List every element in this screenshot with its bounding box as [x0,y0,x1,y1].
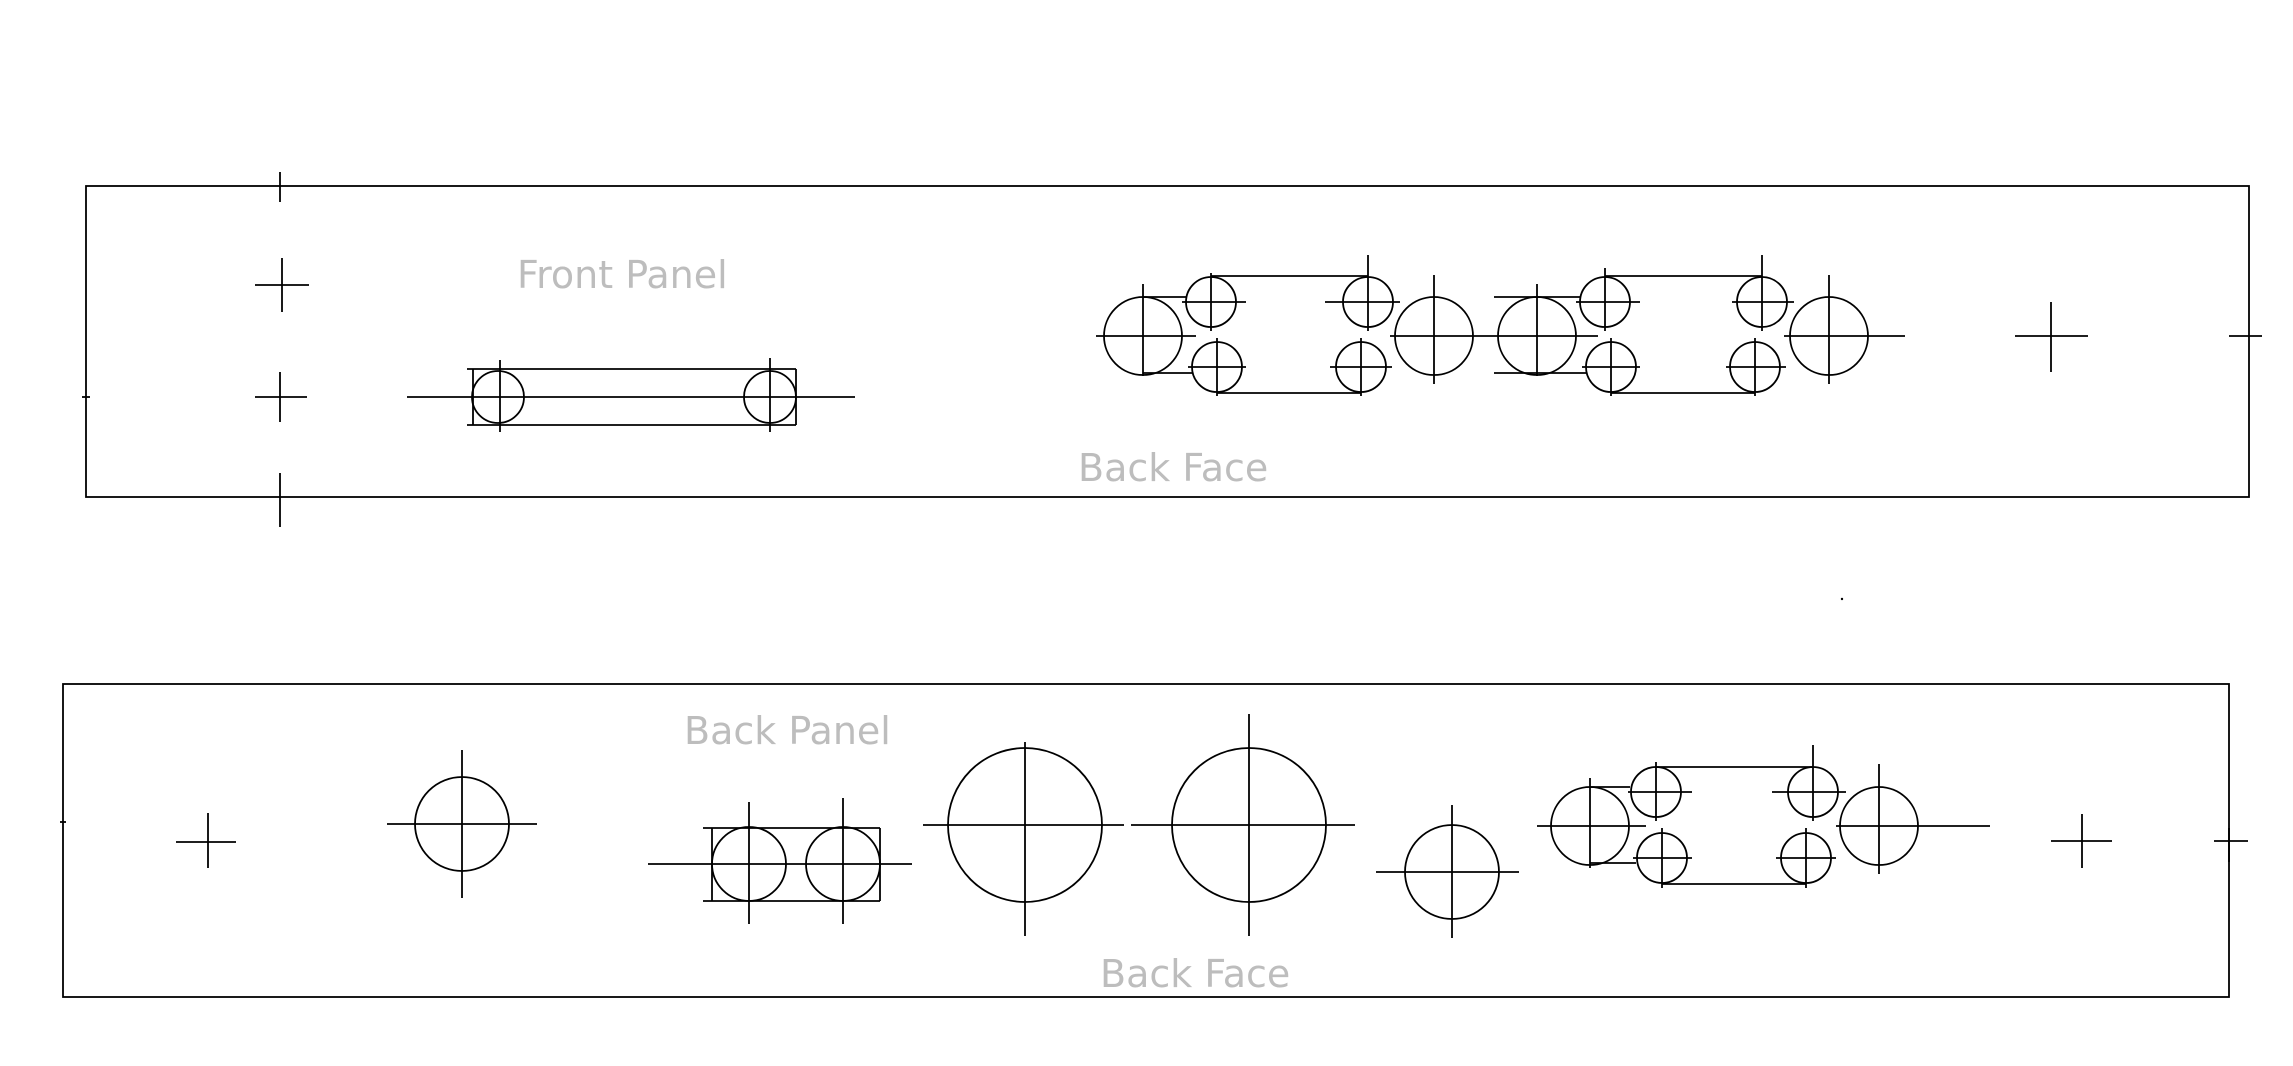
front-panel-outline [85,185,2250,498]
hole-cutout [387,750,537,898]
mounting-cross [255,258,309,312]
connector-cutout [1494,255,1905,396]
front-panel: Front Panel Back Face [82,172,2262,527]
front-panel-title: Front Panel [517,253,728,297]
back-panel-face-label: Back Face [1100,952,1290,996]
mounting-cross [2051,814,2112,868]
hole-cutout [1376,805,1519,938]
slot-cutout [407,358,855,432]
connector-cutout [1537,745,1990,888]
connector-cutout [1096,255,1494,396]
edge-tick [2214,828,2248,862]
mounting-cross [176,813,236,868]
back-panel: Back Panel Back Face [60,683,2248,998]
slot-cutout [648,798,912,924]
mounting-cross [255,372,307,422]
stray-mark [1840,597,1844,601]
back-panel-outline [62,683,2230,998]
mounting-cross [2015,302,2088,372]
hole-cutout [1131,714,1355,936]
hole-cutout [923,742,1124,936]
back-panel-title: Back Panel [684,709,891,753]
front-panel-face-label: Back Face [1078,446,1268,490]
